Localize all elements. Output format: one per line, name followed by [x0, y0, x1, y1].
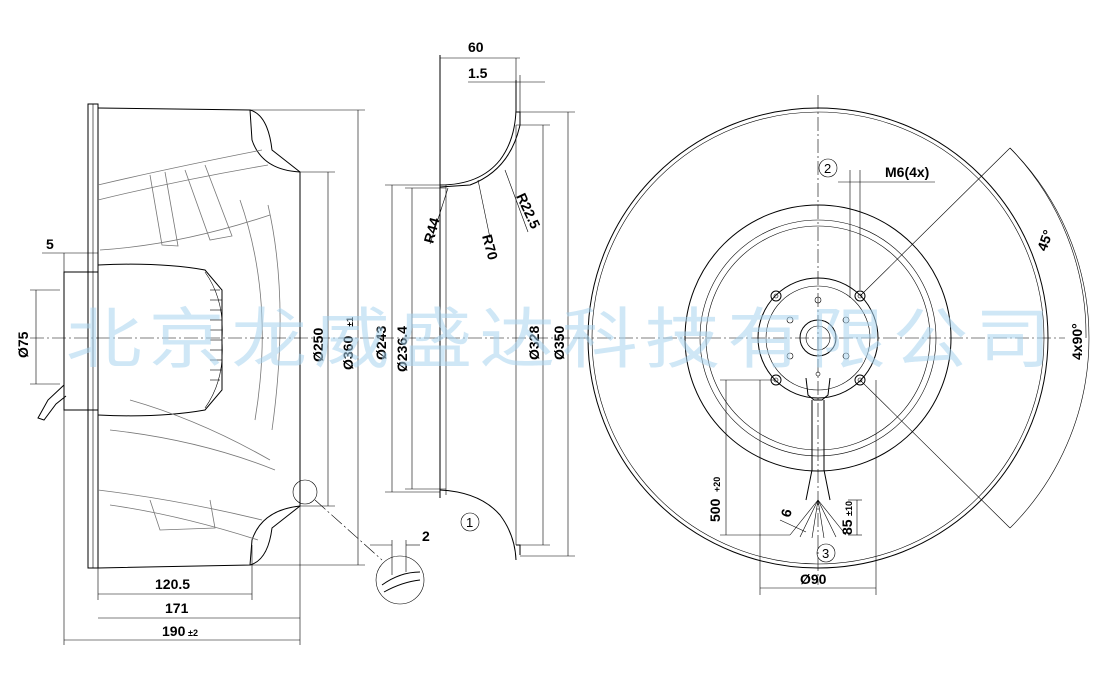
impeller-back-plate — [97, 107, 301, 569]
dim-75: Ø75 — [15, 331, 31, 358]
callout-1-circle — [460, 512, 480, 532]
dim-m6: M6(4x) — [885, 164, 929, 180]
angle-45: 45° — [1034, 228, 1056, 253]
dim-190-tol: ±2 — [188, 628, 198, 638]
dim-6: 6 — [777, 507, 795, 519]
dim-90: Ø90 — [800, 571, 827, 587]
dim-60: 60 — [468, 39, 484, 55]
front-view: 2 3 M6(4x) 45° 4x90° 500 +20 6 85 ±10 Ø9… — [575, 95, 1090, 595]
dim-5: 5 — [46, 236, 54, 252]
dim-85: 85 — [839, 519, 855, 535]
detail-view — [375, 555, 425, 605]
callout-2-circle — [818, 158, 838, 178]
dim-360: Ø360 — [340, 336, 356, 370]
dim-236-4: Ø236.4 — [394, 326, 410, 372]
motor-housing — [63, 271, 99, 411]
callout-2: 2 — [824, 161, 831, 176]
callout-3: 3 — [822, 546, 829, 561]
nozzle-upper — [439, 55, 517, 186]
dim-190: 190 — [162, 623, 186, 639]
motor-fins — [210, 289, 222, 381]
dim-1-5: 1.5 — [468, 65, 488, 81]
side-view: 5 Ø75 Ø250 Ø360 ±1 120.5 171 190 ±2 2 — [15, 103, 430, 645]
company-watermark: 北京龙威盛达科技有限公司 — [66, 301, 1058, 378]
dim-243: Ø243 — [373, 326, 389, 360]
dim-500-tol: +20 — [712, 477, 722, 492]
dim-350: Ø350 — [551, 326, 567, 360]
dim-120-5: 120.5 — [155, 576, 190, 592]
nozzle-lower — [439, 489, 521, 561]
dim-500: 500 — [707, 498, 723, 522]
dim-328: Ø328 — [526, 326, 542, 360]
radius-70: R70 — [479, 233, 501, 262]
dim-2: 2 — [422, 528, 430, 544]
impeller-blades — [97, 149, 281, 541]
radius-22-5: R22.5 — [513, 191, 543, 232]
dim-250: Ø250 — [310, 328, 326, 362]
inlet-nozzle-section: 1 60 1.5 R44 R70 R22.5 Ø243 Ø236.4 Ø328 … — [373, 39, 580, 561]
angle-4x90: 4x90° — [1069, 323, 1085, 360]
callout-1: 1 — [466, 515, 473, 530]
radius-44: R44 — [420, 216, 442, 245]
dim-85-tol: ±10 — [844, 501, 854, 516]
dim-171: 171 — [165, 600, 189, 616]
detail-circle — [292, 479, 318, 505]
dim-360-tol: ±1 — [345, 317, 355, 327]
cable — [805, 400, 831, 501]
callout-3-circle — [816, 543, 836, 563]
